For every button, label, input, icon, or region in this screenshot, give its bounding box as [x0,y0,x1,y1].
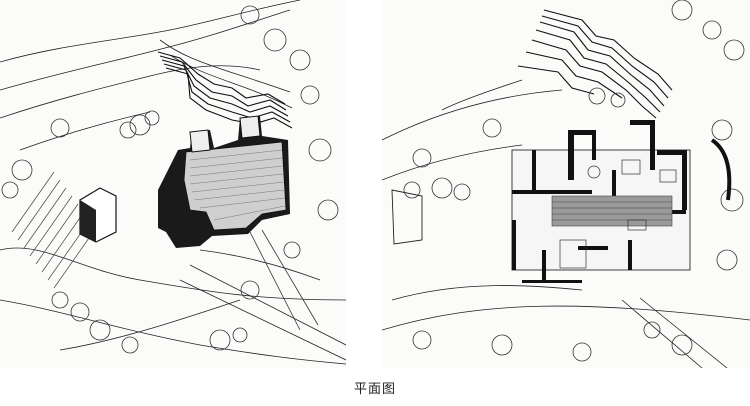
roof-plan-illustration [0,0,346,365]
left-site-drawing [0,0,346,368]
figure-caption: 平面图 [353,382,396,397]
floor-plan-illustration [382,0,750,368]
right-floor-plan-drawing [382,0,750,368]
